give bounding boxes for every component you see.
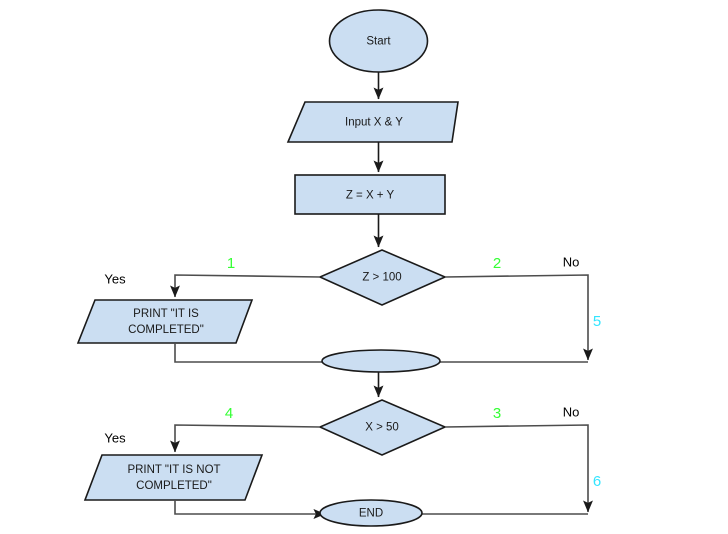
decision1-diamond [318, 249, 447, 306]
edge-label-6: 6 [593, 473, 601, 490]
edge-label-5: 5 [593, 313, 601, 330]
decision2-label: X > 50 [365, 422, 399, 434]
node-input[interactable]: Input X & Y [286, 101, 459, 143]
edge-label-no-bottom: No [563, 404, 580, 419]
node-process[interactable]: Z = X + Y [294, 174, 446, 215]
edge-decision2-no [444, 424, 593, 513]
edge-label-3: 3 [493, 405, 501, 422]
print2-parallelogram [83, 454, 264, 501]
process-label: Z = X + Y [346, 190, 395, 202]
connector1-ellipse [321, 349, 441, 373]
print1-label-line2: COMPLETED" [128, 324, 204, 336]
node-end[interactable]: END [319, 499, 423, 527]
edge-label-2: 2 [493, 255, 501, 272]
decision2-diamond [318, 399, 447, 456]
print2-label-line1: PRINT "IT IS NOT [127, 464, 220, 476]
node-start[interactable]: Start [328, 9, 429, 73]
edge-label-yes-top: Yes [104, 271, 126, 286]
edge-label-1: 1 [227, 255, 235, 272]
node-decision2[interactable]: X > 50 [318, 399, 447, 456]
print1-parallelogram [76, 299, 254, 344]
edge-decision1-yes [170, 274, 321, 298]
decision1-label: Z > 100 [362, 272, 401, 284]
input-parallelogram [286, 101, 459, 143]
process-rect [294, 174, 446, 215]
edge-label-4: 4 [225, 405, 233, 422]
node-print1[interactable]: PRINT "IT IS COMPLETED" [76, 299, 254, 344]
edge-decision1-no [444, 274, 593, 361]
node-print2[interactable]: PRINT "IT IS NOT COMPLETED" [83, 454, 264, 501]
edge-decision2-yes [170, 424, 321, 453]
edge-print2-to-end [174, 500, 326, 519]
print1-label-line1: PRINT "IT IS [133, 308, 199, 320]
start-label: Start [366, 36, 391, 48]
edge-print1-to-connector1 [174, 343, 322, 363]
node-decision1[interactable]: Z > 100 [318, 249, 447, 306]
end-label: END [359, 508, 383, 520]
edge-label-no-top: No [563, 254, 580, 269]
end-ellipse [319, 499, 423, 527]
node-connector1[interactable] [321, 349, 441, 373]
edge-label-yes-bottom: Yes [104, 430, 126, 445]
print2-label-line2: COMPLETED" [136, 480, 212, 492]
input-label: Input X & Y [345, 117, 403, 129]
